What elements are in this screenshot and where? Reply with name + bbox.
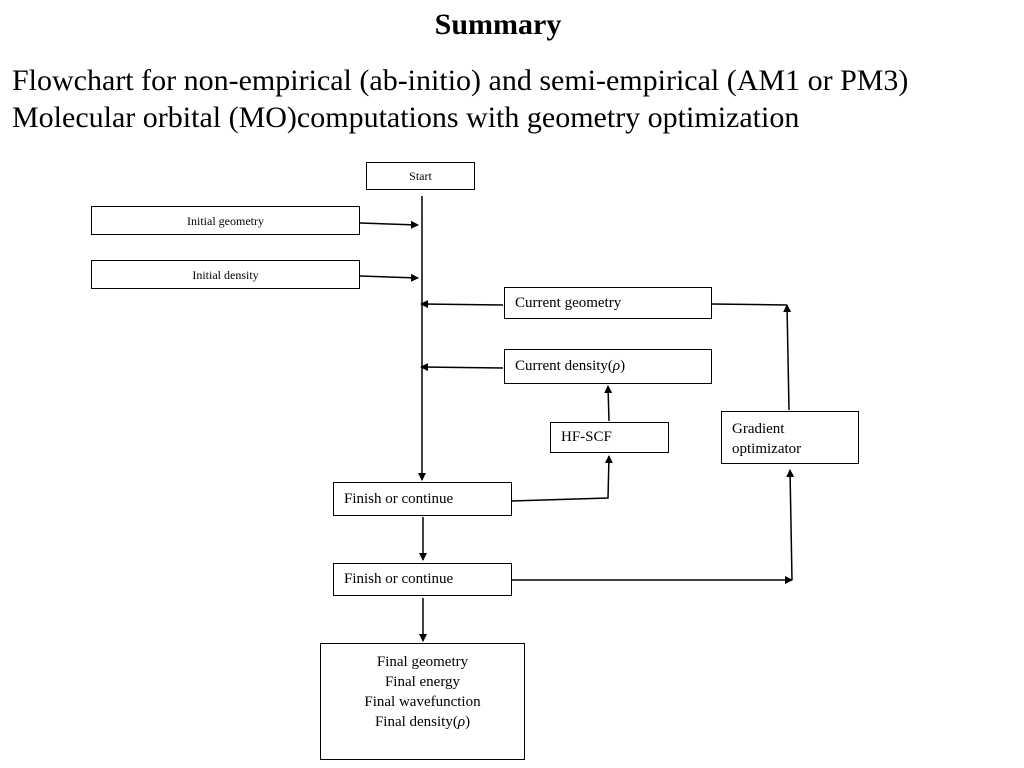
current-geometry-label: Current geometry (515, 295, 622, 311)
start-label: Start (409, 169, 432, 183)
finish1-to-hfscf-arrow (510, 455, 613, 502)
start-box: Start (366, 162, 475, 190)
rho-symbol: ρ (612, 358, 621, 374)
gradient-optimizator-box: Gradient optimizator (721, 411, 859, 464)
initial-density-arrow (359, 273, 419, 282)
final-density-label: Final density(ρ) (321, 712, 524, 732)
initial-density-box: Initial density (91, 260, 360, 289)
page-title: Summary (434, 8, 562, 41)
finish-2-label: Finish or continue (344, 571, 454, 587)
initial-density-label: Initial density (192, 268, 259, 282)
current-geometry-return-line (710, 303, 788, 306)
page-subtitle: Flowchart for non-empirical (ab-initio) … (12, 64, 909, 134)
current-density-close: ) (620, 358, 626, 374)
gradient-up-arrow (786, 469, 795, 581)
hf-scf-box: HF-SCF (550, 422, 669, 453)
final-geometry-label: Final geometry (376, 654, 469, 670)
final-density-prefix: Final density( (374, 714, 458, 730)
final-results-box: Final geometry Final energy Final wavefu… (320, 643, 525, 760)
initial-geometry-arrow (359, 220, 419, 229)
finish-or-continue-box-1: Finish or continue (333, 482, 512, 516)
finish-or-continue-box-2: Finish or continue (333, 563, 512, 596)
final-energy-label: Final energy (384, 674, 461, 690)
initial-geometry-box: Initial geometry (91, 206, 360, 235)
gradient-to-top-arrow (783, 304, 792, 411)
gradient-label-line2: optimizator (732, 441, 802, 457)
current-density-box: Current density(ρ) (504, 349, 712, 384)
initial-geometry-label: Initial geometry (187, 214, 264, 228)
gradient-label-line1: Gradient (732, 421, 785, 437)
current-geometry-box: Current geometry (504, 287, 712, 319)
final-wavefunction-label: Final wavefunction (364, 694, 481, 710)
current-geometry-arrow (420, 300, 504, 309)
current-density-label: Current density( (515, 358, 613, 374)
hf-scf-label: HF-SCF (561, 429, 612, 445)
final-rho-symbol: ρ (457, 714, 466, 730)
final-density-close: ) (465, 714, 471, 730)
finish-1-label: Finish or continue (344, 491, 454, 507)
current-density-arrow (420, 363, 504, 372)
hfscf-up-arrow (604, 385, 613, 422)
